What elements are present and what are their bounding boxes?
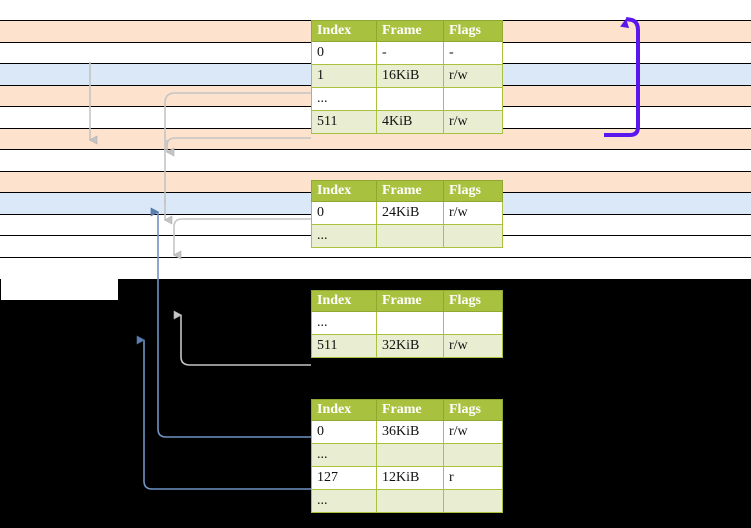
- table-row: ...: [311, 443, 503, 467]
- table-header-frame: Frame: [376, 290, 444, 312]
- table-cell: [376, 489, 444, 513]
- table-cell: 4KiB: [376, 110, 444, 134]
- table-header-flags: Flags: [443, 180, 503, 202]
- table-cell: -: [443, 41, 503, 65]
- table-cell: r/w: [443, 201, 503, 225]
- table-cell: 0: [311, 201, 377, 225]
- table-cell: r/w: [443, 334, 503, 358]
- table-header-index: Index: [311, 20, 377, 42]
- table-row: 0--: [311, 41, 503, 65]
- table-header-index: Index: [311, 290, 377, 312]
- table-cell: ...: [311, 87, 377, 111]
- connector-pd-511: [173, 310, 311, 366]
- table-header-frame: Frame: [376, 399, 444, 421]
- connector-pt-127: [136, 335, 311, 490]
- table-cell: ...: [311, 443, 377, 467]
- table-cell: [443, 87, 503, 111]
- table-cell: [376, 87, 444, 111]
- physical-memory-column: [0, 0, 751, 301]
- table-row: ...: [311, 87, 503, 111]
- table-header-flags: Flags: [443, 20, 503, 42]
- table-cell: [376, 224, 444, 248]
- table-cell: 127: [311, 466, 377, 490]
- table-cell: r/w: [443, 110, 503, 134]
- table-header-index: Index: [311, 399, 377, 421]
- table-cell: ...: [311, 311, 377, 335]
- table-cell: [443, 311, 503, 335]
- table-cell: ...: [311, 224, 377, 248]
- table-cell: 1: [311, 64, 377, 88]
- table-row: ...: [311, 311, 503, 335]
- table-header-frame: Frame: [376, 180, 444, 202]
- table-row: ...: [311, 489, 503, 513]
- table-cell: 511: [311, 334, 377, 358]
- table-header-flags: Flags: [443, 290, 503, 312]
- table-cell: 24KiB: [376, 201, 444, 225]
- table-header-index: Index: [311, 180, 377, 202]
- table-header-flags: Flags: [443, 399, 503, 421]
- memory-row: [0, 257, 751, 279]
- memory-row: [0, 0, 751, 22]
- table-cell: 511: [311, 110, 377, 134]
- table-cell: 0: [311, 420, 377, 444]
- table-cell: r/w: [443, 420, 503, 444]
- table-row: ...: [311, 224, 503, 248]
- table-cell: [376, 311, 444, 335]
- table-cell: -: [376, 41, 444, 65]
- memory-row: [0, 150, 751, 172]
- table-header-frame: Frame: [376, 20, 444, 42]
- table-cell: 0: [311, 41, 377, 65]
- table-cell: r/w: [443, 64, 503, 88]
- table-cell: r: [443, 466, 503, 490]
- table-cell: 12KiB: [376, 466, 444, 490]
- table-cell: [443, 224, 503, 248]
- table-cell: 16KiB: [376, 64, 444, 88]
- table-cell: [443, 443, 503, 467]
- table-cell: 36KiB: [376, 420, 444, 444]
- table-cell: 32KiB: [376, 334, 444, 358]
- table-cell: ...: [311, 489, 377, 513]
- table-cell: [443, 489, 503, 513]
- table-cell: [376, 443, 444, 467]
